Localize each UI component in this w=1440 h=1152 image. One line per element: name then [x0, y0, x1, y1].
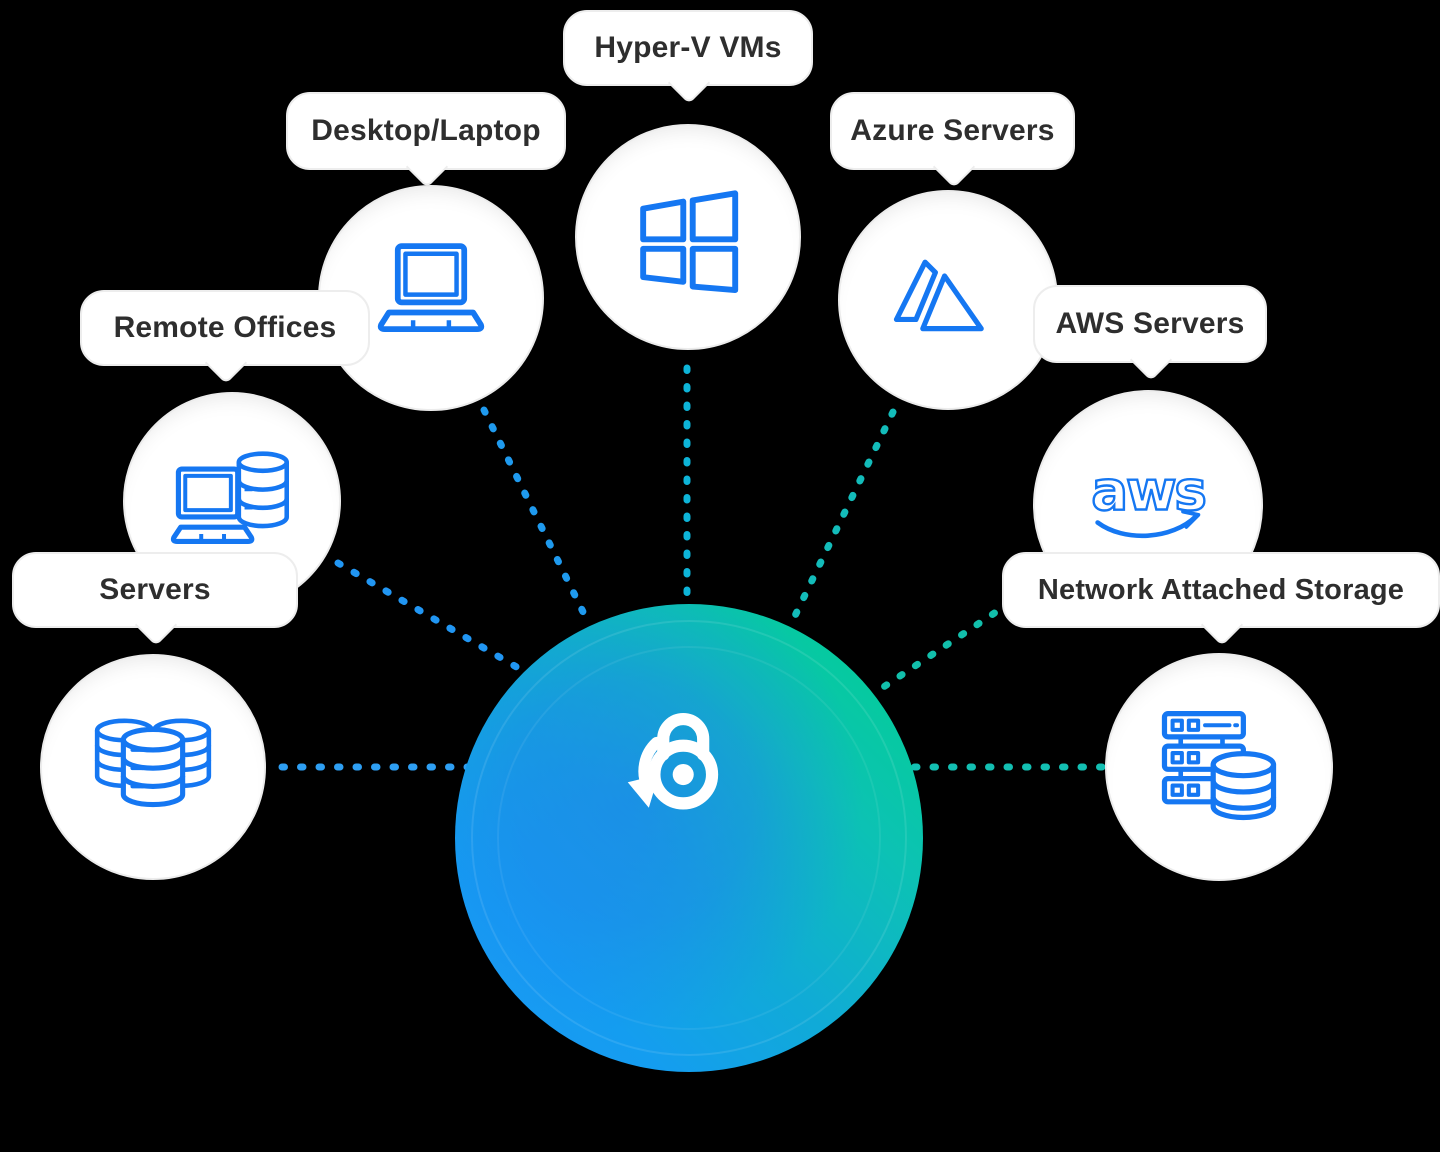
label-bubble-nas: Network Attached Storage — [1002, 552, 1440, 647]
label-desktop: Desktop/Laptop — [311, 114, 541, 147]
label-remote: Remote Offices — [113, 311, 337, 344]
link-desktop-center — [480, 406, 592, 626]
label-bubble-aws: AWS Servers — [1033, 285, 1267, 382]
center-backup-node — [455, 604, 923, 1072]
label-bubble-servers: Servers — [12, 552, 298, 647]
label-nas: Network Attached Storage — [1037, 573, 1405, 606]
laptop-database-icon — [170, 451, 289, 545]
aws-logo-icon: aws — [1090, 459, 1208, 539]
node-circle-nas — [1105, 653, 1333, 881]
label-hyperv: Hyper-V VMs — [594, 31, 782, 64]
link-remote-center — [334, 559, 536, 680]
node-circle-servers — [40, 654, 266, 880]
label-bubble-desktop: Desktop/Laptop — [286, 92, 566, 189]
link-azure-center — [788, 408, 897, 626]
node-circle-hyperv — [575, 124, 801, 350]
label-aws: AWS Servers — [1055, 307, 1245, 340]
azure-logo-icon — [893, 259, 984, 332]
windows-icon — [640, 190, 739, 294]
node-circle-azure — [838, 190, 1058, 410]
server-rack-database-icon — [1161, 711, 1277, 821]
label-bubble-remote: Remote Offices — [80, 290, 370, 385]
label-servers: Servers — [99, 573, 211, 606]
label-azure: Azure Servers — [850, 114, 1055, 147]
restore-lock-icon — [620, 692, 742, 826]
laptop-icon — [377, 242, 485, 332]
database-stack-icon — [94, 718, 212, 808]
label-bubble-hyperv: Hyper-V VMs — [563, 10, 813, 105]
label-bubble-azure: Azure Servers — [830, 92, 1075, 189]
